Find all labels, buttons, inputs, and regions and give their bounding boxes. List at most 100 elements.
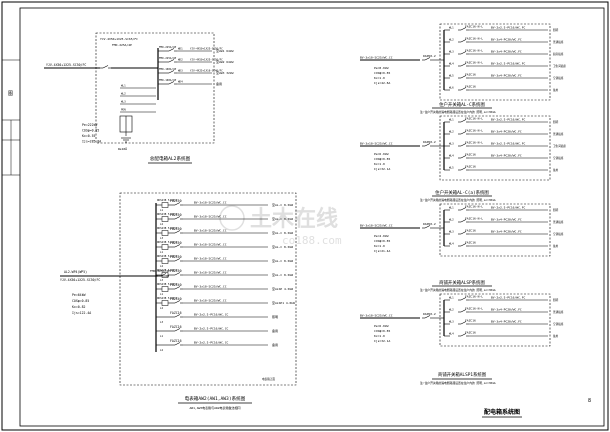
row-circuit: WL1: [449, 118, 454, 122]
row-breaker-contact: [460, 143, 467, 147]
row-cable: BV-3x10-SC25/WC.CC: [194, 257, 227, 261]
row-breaker-label: FAZC16: [170, 325, 182, 329]
row-load: 至AL-C 8.0kW: [272, 231, 293, 235]
row-load: 普通插座: [553, 220, 564, 224]
row-circuit: WL4: [449, 154, 454, 158]
row-circuit: WL2: [449, 308, 454, 312]
row-load: 照明: [553, 120, 559, 124]
param-1: COSφ=0.85: [374, 71, 390, 75]
param-2: Kx=1.0: [374, 162, 385, 166]
row-cable: BV-3x4-PC20/WC.FC: [491, 130, 522, 134]
row-load: 备用: [553, 88, 559, 92]
row-breaker-label: FAZC16-N-L: [465, 49, 483, 53]
row-breaker-label: FAZC16-N-L: [465, 141, 483, 145]
row-cable: BV-3x2.5-PC16/WC.FC: [491, 142, 526, 146]
input-cable: YJV-4X50+1X25-SC50/FC: [60, 278, 100, 282]
row-meter: DDS238 5(40)A: [157, 296, 178, 300]
row-load: 照明: [553, 298, 559, 302]
row-phase: L1: [160, 208, 164, 212]
aux-label: PEN: [121, 108, 126, 112]
watermark-url: co188.com: [282, 234, 342, 247]
row-breaker-label: FAZC50: [170, 269, 182, 273]
row-breaker-contact: [168, 48, 175, 52]
row-breaker-contact: [460, 231, 467, 235]
row-breaker-contact: [174, 244, 181, 248]
row-meter: DDS238 5(40)A: [157, 268, 178, 272]
mains-cable-label: YJV-4X50+1X25-SC65/FC: [100, 37, 138, 41]
panel-box: [95, 32, 215, 144]
kwh-meter: [161, 244, 169, 250]
kwh-meter: [161, 202, 169, 208]
row-cable: BV-3x4-PC20/WC.FC: [491, 50, 522, 54]
row-breaker-label: FAZC50: [170, 213, 182, 217]
param-2: Kx=1.0: [374, 244, 385, 248]
row-breaker-label: FAZC16: [465, 241, 476, 245]
row-breaker-contact: [460, 131, 467, 135]
page-number: 8: [588, 398, 591, 404]
row-breaker-contact: [460, 119, 467, 123]
panel-footer: 电表箱正面: [262, 377, 275, 381]
row-breaker-contact: [174, 314, 181, 318]
row-circuit: WL5: [449, 166, 454, 170]
row-load: 至AW3 32kW: [216, 71, 234, 75]
row-load: 空调插座: [553, 322, 564, 326]
kwh-meter: [161, 286, 169, 292]
row-breaker-contact: [460, 219, 467, 223]
row-breaker-contact: [460, 51, 467, 55]
input-label: AL2-WP4(WP5): [64, 270, 87, 274]
panel-note: 注:住户开关箱的漏电断路器设置在住户内的 照明,Ln=30mA: [420, 110, 496, 114]
row-circuit: WD4: [178, 80, 183, 84]
row-breaker-contact: [174, 230, 181, 234]
param-1: COSφ=0.85: [374, 329, 390, 333]
main-distribution-panel: YJV-4X50+1X25-SC50/FCYJV-4X50+1X25-SC65/…: [44, 32, 234, 164]
row-meter: DDS238 5(40)A: [157, 240, 178, 244]
row-breaker-label: FAZC16: [465, 85, 476, 89]
row-breaker-contact: [174, 202, 181, 206]
row-circuit: WL3: [449, 142, 454, 146]
row-breaker-label: FAZC16-N-L: [465, 25, 483, 29]
row-load: 空调插座: [553, 156, 564, 160]
param-0: Pe=8.0kW: [374, 66, 389, 70]
row-cable: BV-3x10-SC25/WC.CC: [194, 229, 227, 233]
row-load: 备用: [272, 328, 278, 333]
row-breaker-contact: [460, 75, 467, 79]
watermark: 土木在线 co188.com: [219, 205, 342, 247]
row-cable: BV-3x10-SC25/WC.CC: [194, 271, 227, 275]
param-1: COSφ=0.85: [374, 239, 390, 243]
row-breaker-contact: [460, 333, 467, 337]
input-cable: BV-3x10-SC25/WC.CC: [360, 224, 393, 228]
panel-title: 电表箱AW2(AW1,AW3)系统图: [185, 395, 246, 402]
row-load: 照明: [553, 208, 559, 212]
main-breaker-contact: [424, 225, 431, 229]
row-cable: BV-2x2.5-PC16/WC.CC: [194, 327, 229, 331]
row-cable: BV-3x10-SC25/WC.CC: [194, 285, 227, 289]
param-2: Kx=0.55: [82, 134, 96, 138]
aux-label: WL3: [121, 100, 126, 104]
row-breaker-label: FAZC16: [465, 153, 476, 157]
left-title-strip: 图: [2, 59, 20, 176]
row-breaker-label: FMD-100A/4P: [159, 78, 177, 82]
panel-box: [439, 23, 551, 101]
row-breaker-contact: [460, 87, 467, 91]
input-cable: BV-3x10-SC25/WC.CC: [360, 314, 393, 318]
row-load: 至AW2 64kW: [216, 60, 234, 64]
row-breaker-contact: [460, 321, 467, 325]
row-cable: BV-3x10-SC25/WC.CC: [194, 215, 227, 219]
row-breaker-label: FAZC16-N-L: [465, 117, 483, 121]
main-breaker-contact: [424, 315, 431, 319]
row-meter: DDS238 5(40)A: [157, 226, 178, 230]
row-cable: BV-3x2.5-PC16/WC.FC: [491, 62, 526, 66]
panel-box: [439, 115, 551, 181]
param-1: COSφ=0.85: [72, 299, 89, 303]
row-phase: L3: [160, 320, 164, 324]
row-circuit: WL4: [449, 242, 454, 246]
row-breaker-label: FAZC40: [170, 283, 182, 287]
param-0: Pe=4.0kW: [374, 234, 389, 238]
row-breaker-contact: [460, 39, 467, 43]
row-breaker-contact: [460, 155, 467, 159]
main-breaker-label: FMD-225A/4P: [150, 269, 170, 273]
